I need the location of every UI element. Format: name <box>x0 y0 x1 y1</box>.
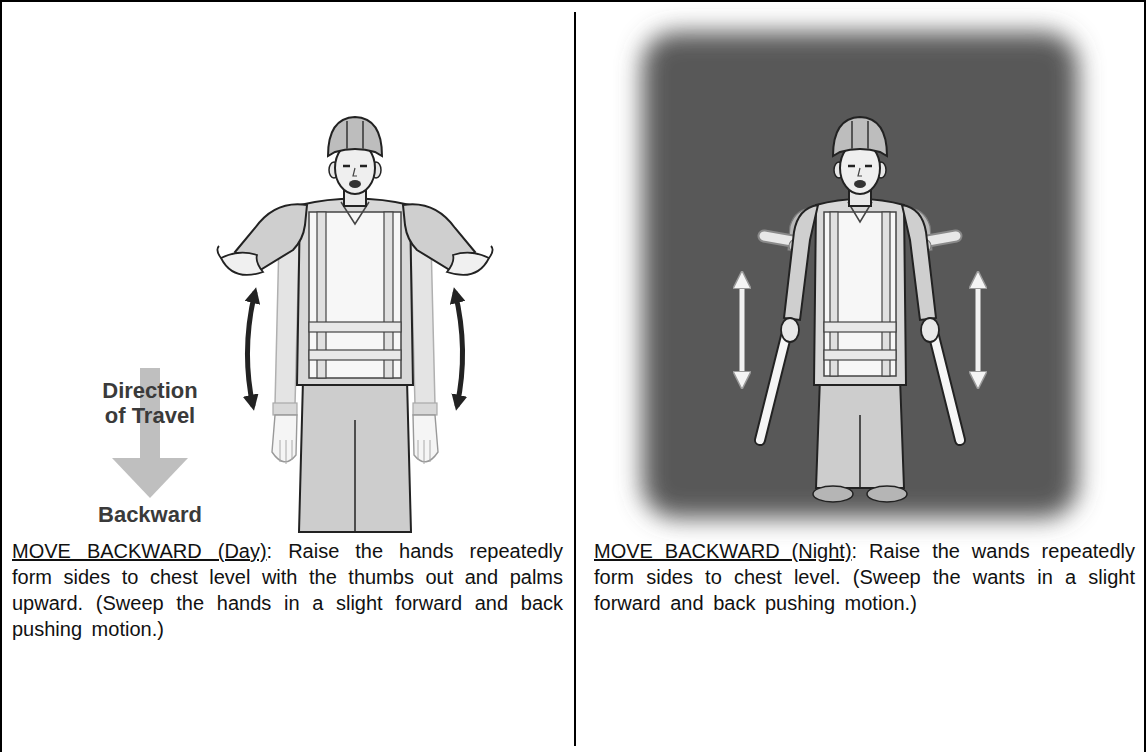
signalman-day <box>297 199 413 386</box>
signal-name: MOVE BACKWARD (Night) <box>594 540 852 562</box>
direction-label: Direction of Travel <box>92 378 208 429</box>
signalman-night <box>742 117 978 502</box>
direction-text: Backward <box>92 502 208 527</box>
signalman-day <box>309 350 401 360</box>
signalman-night <box>859 415 861 488</box>
signalman-day <box>309 212 401 378</box>
signalman-night <box>902 205 978 440</box>
caption: MOVE BACKWARD (Day): Raise the hands rep… <box>12 538 563 642</box>
divider <box>574 12 576 746</box>
signalman-night <box>824 212 896 376</box>
signalman-day <box>217 204 307 406</box>
signalman-day <box>403 204 493 406</box>
caption: MOVE BACKWARD (Night): Raise the wands r… <box>594 538 1135 616</box>
signalman-day <box>354 420 356 532</box>
signalman-night <box>833 117 887 206</box>
signalman-day <box>328 117 382 206</box>
signalman-day <box>299 380 411 532</box>
signalman-night <box>742 205 818 440</box>
signalman-night <box>867 486 907 502</box>
signalman-night <box>813 486 853 502</box>
signalman-night <box>816 378 904 488</box>
night-background <box>642 32 1078 518</box>
direction-text: Direction of Travel <box>92 378 208 429</box>
signalman-day <box>217 117 492 532</box>
signalman-night <box>824 350 896 360</box>
signalman-night <box>814 199 906 385</box>
signalman-night <box>824 322 896 332</box>
signalman-day <box>309 322 401 332</box>
direction-arrow <box>112 458 188 498</box>
direction-label: Backward <box>92 502 208 527</box>
signal-name: MOVE BACKWARD (Day) <box>12 540 267 562</box>
